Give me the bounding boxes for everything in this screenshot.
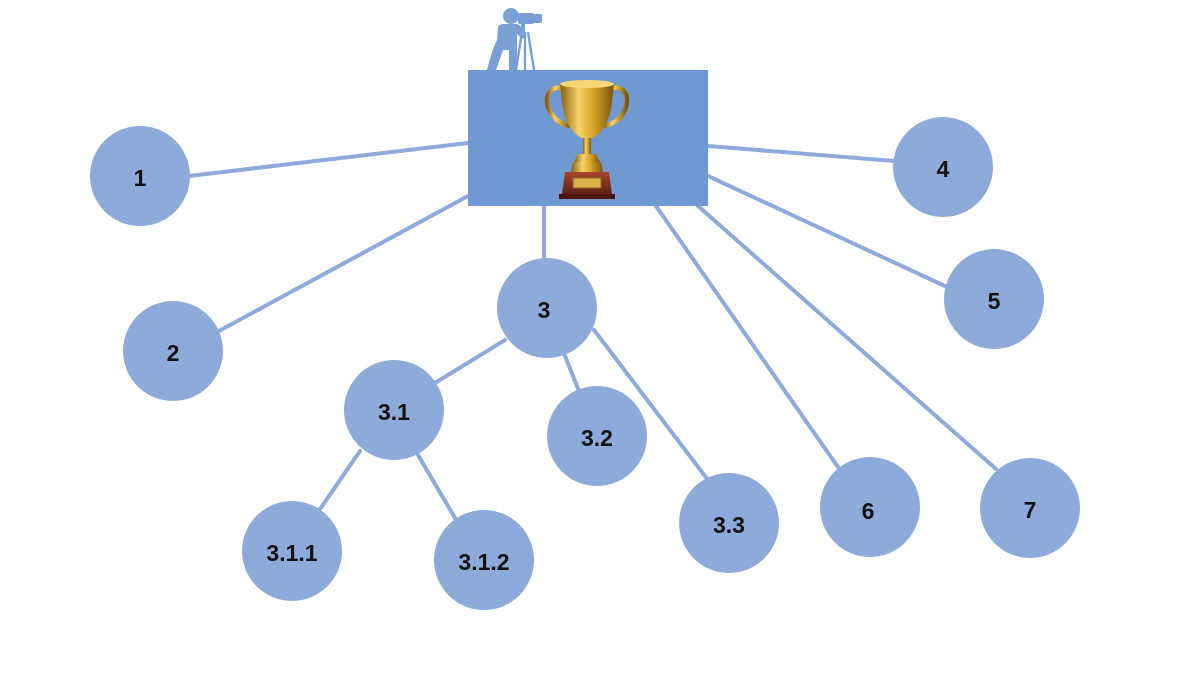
- edge-root-1: [187, 141, 470, 178]
- node-label: 3.1.2: [458, 549, 509, 575]
- node-3-2: 3.2: [547, 386, 647, 486]
- edge-3.1-3.1.1: [316, 449, 362, 514]
- edge-root-4: [706, 144, 896, 163]
- node-label: 3.1.1: [266, 540, 317, 566]
- node-label: 4: [937, 156, 950, 182]
- node-3-1-2: 3.1.2: [434, 510, 534, 610]
- edge-root-2: [217, 194, 470, 333]
- node-4: 4: [893, 117, 993, 217]
- edge-3-3.3: [592, 328, 710, 482]
- camera-operator-icon: [487, 8, 542, 71]
- edge-3.1-3.1.2: [416, 453, 457, 520]
- node-5: 5: [944, 249, 1044, 349]
- edges: [187, 141, 998, 520]
- edge-3-3.2: [563, 354, 581, 393]
- node-label: 3: [538, 297, 551, 323]
- node-6: 6: [820, 457, 920, 557]
- trophy-icon: [544, 80, 630, 199]
- edge-3-3.1: [433, 338, 507, 385]
- node-label: 2: [167, 340, 180, 366]
- node-3-1: 3.1: [344, 360, 444, 460]
- node-label: 1: [134, 165, 147, 191]
- node-7: 7: [980, 458, 1080, 558]
- node-label: 3.2: [581, 425, 613, 451]
- node-3-3: 3.3: [679, 473, 779, 573]
- edge-root-5: [706, 174, 949, 289]
- node-label: 3.3: [713, 512, 745, 538]
- node-1: 1: [90, 126, 190, 226]
- edge-root-7: [696, 204, 998, 471]
- node-label: 6: [862, 498, 875, 524]
- node-3-1-1: 3.1.1: [242, 501, 342, 601]
- node-label: 3.1: [378, 399, 410, 425]
- node-3: 3: [497, 258, 597, 358]
- node-label: 7: [1024, 497, 1037, 523]
- edge-root-6: [654, 204, 842, 472]
- node-label: 5: [988, 288, 1001, 314]
- node-2: 2: [123, 301, 223, 401]
